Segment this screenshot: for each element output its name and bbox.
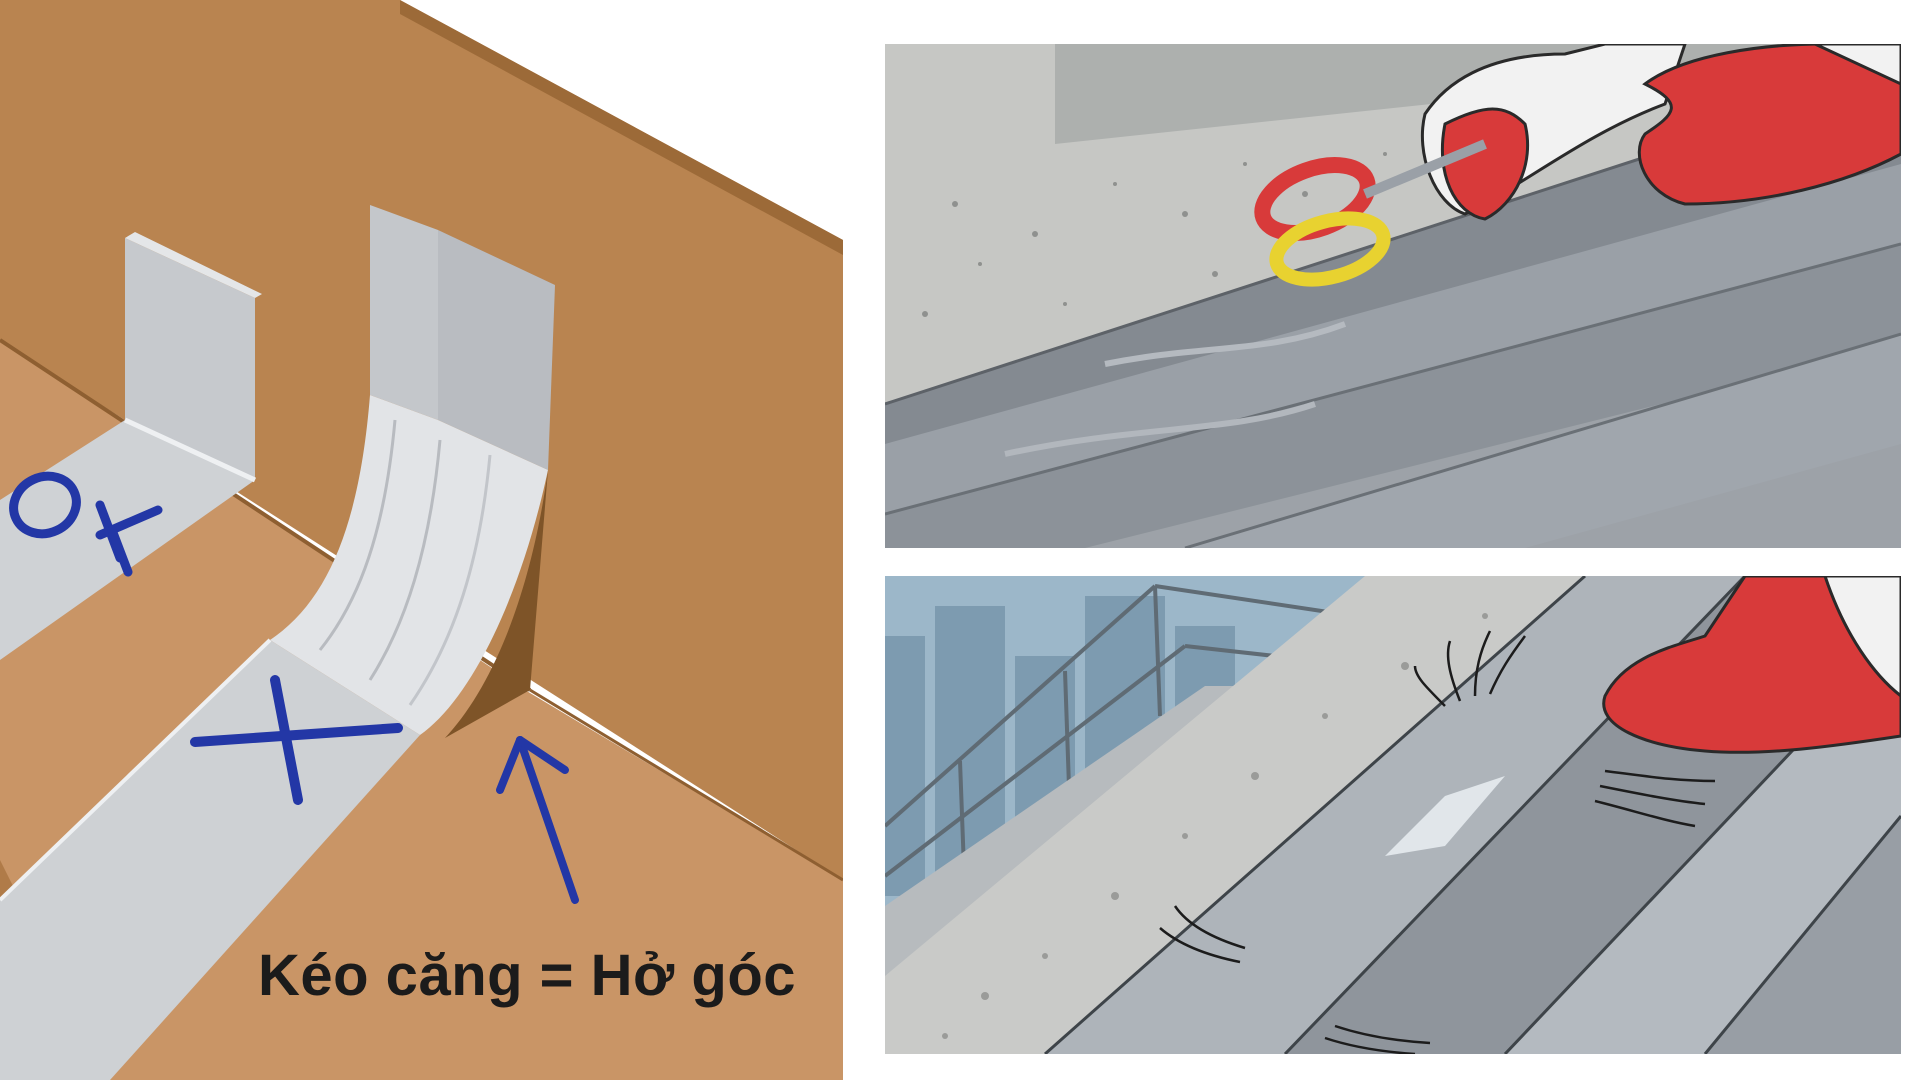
glove-icon <box>1602 576 1901 754</box>
back-wall-edge <box>400 0 843 255</box>
cutting-drawing <box>885 44 1901 548</box>
corner-tape-illustration: Kéo căng = Hở góc <box>0 0 843 1080</box>
tape-x-vertical-left <box>370 205 438 420</box>
corner-gap <box>445 470 548 738</box>
tape-x-vertical-right <box>438 230 555 470</box>
caption: Kéo căng = Hở góc <box>258 943 797 1008</box>
membrane-highlight <box>1385 776 1505 856</box>
membrane-strip <box>1045 576 1745 1054</box>
corner-crease-front <box>529 688 843 882</box>
corner-tape-drawing <box>0 0 843 1080</box>
smoothing-drawing <box>885 576 1901 1054</box>
arrow-up-icon <box>496 736 579 904</box>
air-flow-arrows <box>1159 630 1716 1054</box>
tape-x-bulge <box>270 395 548 735</box>
railing <box>885 584 1366 897</box>
glove-icon-right <box>1637 44 1901 206</box>
concrete-speckles <box>942 613 1488 1039</box>
smoothing-membrane-illustration <box>885 576 1901 1054</box>
concrete-strip <box>885 576 1585 1054</box>
cutting-membrane-illustration <box>885 44 1901 548</box>
tape-ok-vertical <box>125 238 255 480</box>
glove-icon <box>1420 44 1687 221</box>
scissors-icon <box>1254 139 1487 287</box>
x-mark <box>190 675 403 805</box>
tape-x-floor <box>0 640 420 1080</box>
ok-mark <box>9 471 163 577</box>
